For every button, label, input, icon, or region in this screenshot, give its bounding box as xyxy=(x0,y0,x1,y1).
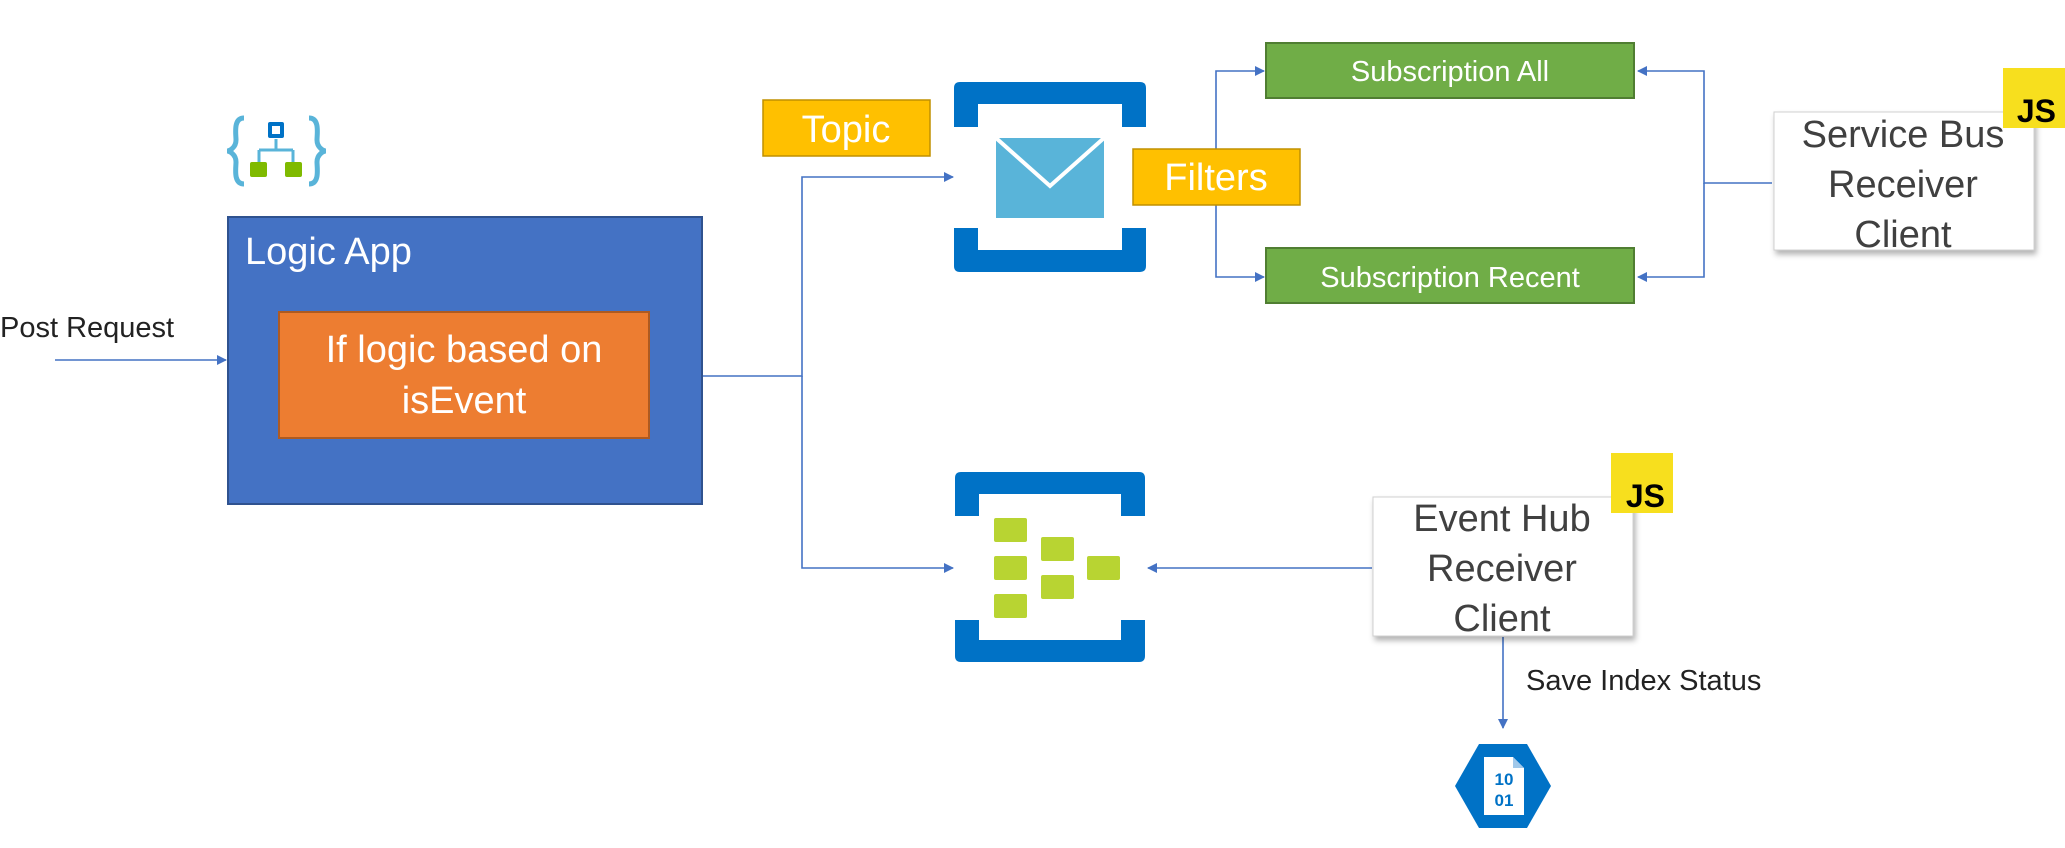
logic-app-title: Logic App xyxy=(245,231,412,273)
subscription-all-label: Subscription All xyxy=(1351,56,1549,88)
service-bus-receiver-client-box xyxy=(1773,111,2035,251)
svg-text:01: 01 xyxy=(1495,791,1514,810)
event-hub-receiver-client-box xyxy=(1372,496,1634,637)
subscription-recent-label: Subscription Recent xyxy=(1320,262,1580,294)
sb-client-text-line2: Receiver xyxy=(1828,164,1978,206)
svg-text:JS: JS xyxy=(1626,478,1665,514)
if-logic-text-line1: If logic based on xyxy=(326,329,603,371)
service-bus-topic-icon xyxy=(954,82,1146,272)
topic-label: Topic xyxy=(802,109,891,151)
subscription-recent-box xyxy=(1265,247,1635,304)
filter-to-subscription-recent-arrow xyxy=(1215,205,1265,282)
eh-client-text-line3: Client xyxy=(1453,598,1551,640)
connectors xyxy=(55,66,1772,729)
logic-app-icon xyxy=(226,115,327,187)
sb-client-to-subscription-all-arrow xyxy=(1637,66,1772,184)
filter-to-subscription-all-arrow xyxy=(1215,66,1265,160)
javascript-icon: JS xyxy=(1611,453,1673,514)
svg-text:10: 10 xyxy=(1495,770,1514,789)
save-index-status-label: Save Index Status xyxy=(1526,665,1761,697)
logic-app-branch-line xyxy=(703,172,954,377)
javascript-icon: JS xyxy=(2003,68,2065,129)
post-request-label: Post Request xyxy=(0,312,174,344)
subscription-all-box xyxy=(1265,42,1635,99)
sb-client-to-subscription-recent-arrow xyxy=(1637,183,1705,282)
blob-storage-icon: 10 01 xyxy=(1455,744,1551,828)
svg-text:JS: JS xyxy=(2017,93,2056,129)
event-hub-icon xyxy=(955,472,1145,662)
filters-label: Filters xyxy=(1164,157,1267,199)
filters-label-box xyxy=(1132,148,1301,206)
if-logic-box xyxy=(278,311,650,439)
if-logic-text-line2: isEvent xyxy=(402,380,527,422)
topic-label-box xyxy=(762,99,931,157)
eh-client-text-line2: Receiver xyxy=(1427,548,1577,590)
sb-client-text-line1: Service Bus xyxy=(1802,114,2005,156)
sb-client-text-line3: Client xyxy=(1854,214,1952,256)
logic-app-to-event-hub-arrow xyxy=(801,376,954,573)
eh-client-text-line1: Event Hub xyxy=(1413,498,1590,540)
